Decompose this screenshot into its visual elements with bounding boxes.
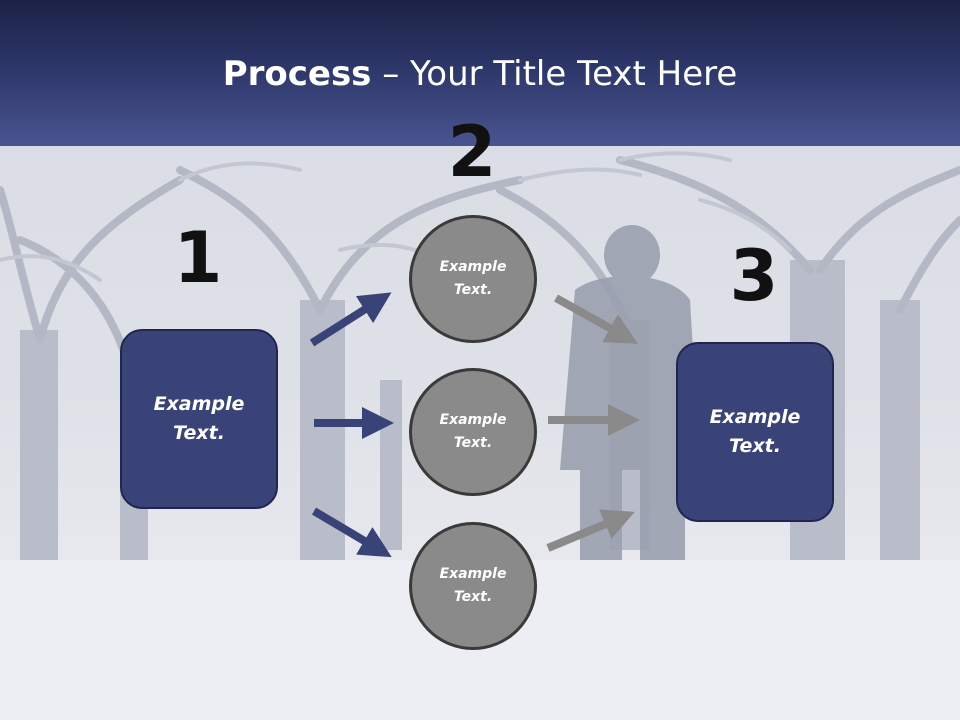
step-3-label: Example Text. <box>709 406 801 457</box>
arrow-bottom-to-3 <box>546 509 635 552</box>
arrow-1-to-top <box>309 292 392 347</box>
title-banner <box>0 0 960 146</box>
step-1-label: Example Text. <box>153 393 245 444</box>
step-number-3: 3 <box>729 235 779 317</box>
arrow-top-to-3 <box>554 294 638 344</box>
step-number-2: 2 <box>447 111 497 193</box>
step-2-bottom-label: Example Text. <box>439 566 507 605</box>
step-1-box[interactable]: Example Text. <box>120 329 278 509</box>
arrow-1-to-bottom <box>311 507 392 558</box>
step-2-circle-middle[interactable]: Example Text. <box>409 368 537 496</box>
title-rest: – Your Title Text Here <box>371 54 738 94</box>
step-2-circle-top[interactable]: Example Text. <box>409 215 537 343</box>
step-number-1: 1 <box>173 217 223 299</box>
step-2-top-label: Example Text. <box>439 259 507 298</box>
step-2-middle-label: Example Text. <box>439 412 507 451</box>
step-2-circle-bottom[interactable]: Example Text. <box>409 522 537 650</box>
page-title: Process – Your Title Text Here <box>0 52 960 96</box>
step-3-box[interactable]: Example Text. <box>676 342 834 522</box>
title-bold: Process <box>222 54 372 94</box>
